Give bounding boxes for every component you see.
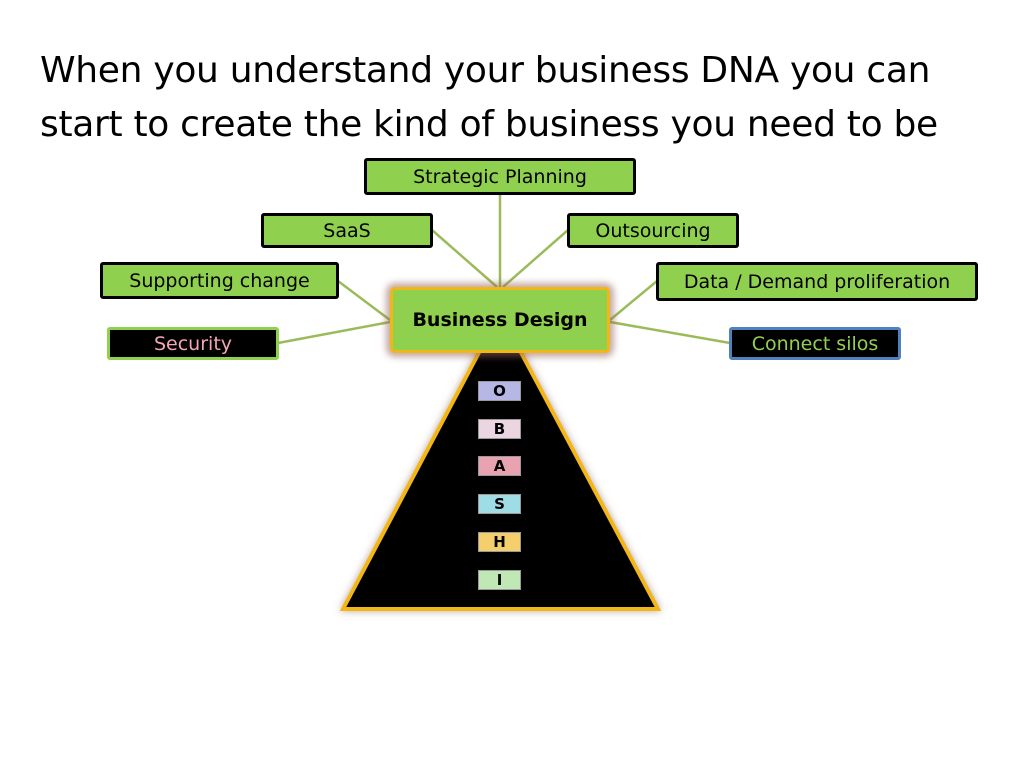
pyramid-letter-b: B [478, 419, 521, 439]
node-saas: SaaS [261, 213, 433, 248]
connector-saas [431, 229, 498, 288]
pyramid-letter-o: O [478, 381, 521, 401]
connector-connect-silos [609, 320, 731, 345]
node-business-design: Business Design [390, 287, 610, 353]
node-strategic-planning: Strategic Planning [364, 158, 636, 195]
node-strategic-planning-label: Strategic Planning [413, 165, 587, 188]
node-connect-silos-label: Connect silos [751, 332, 879, 355]
title-line-1: When you understand your business DNA yo… [40, 50, 931, 91]
node-security-label: Security [153, 332, 233, 355]
pyramid-letter-h: H [478, 532, 521, 552]
node-outsourcing: Outsourcing [567, 213, 739, 248]
node-supporting-change: Supporting change [100, 262, 339, 299]
connector-security [277, 320, 391, 345]
connector-supporting-change [337, 280, 391, 321]
pyramid-letter-a: A [478, 456, 521, 476]
node-connect-silos: Connect silos [729, 327, 901, 360]
node-saas-label: SaaS [323, 219, 371, 242]
slide-title: When you understand your business DNA yo… [40, 44, 1000, 152]
node-data-demand-label: Data / Demand proliferation [683, 270, 951, 293]
node-security: Security [107, 327, 279, 360]
connector-data-demand [609, 280, 658, 321]
pyramid-letter-i: I [478, 570, 521, 590]
node-outsourcing-label: Outsourcing [595, 219, 711, 242]
pyramid-letter-s: S [478, 494, 521, 514]
node-data-demand: Data / Demand proliferation [656, 262, 978, 301]
title-line-2: start to create the kind of business you… [40, 104, 938, 145]
node-business-design-label: Business Design [412, 309, 588, 331]
node-supporting-change-label: Supporting change [129, 269, 310, 292]
connector-outsourcing [502, 229, 569, 288]
